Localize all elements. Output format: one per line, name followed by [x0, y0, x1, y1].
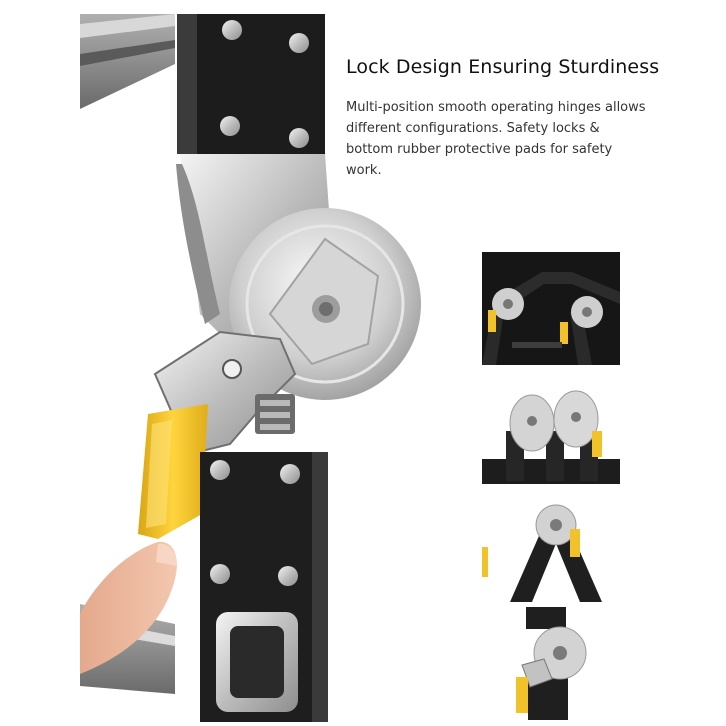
feature-description: Multi-position smooth operating hinges a… — [346, 100, 646, 178]
ladder-a-frame-thumbnail — [482, 252, 620, 365]
headline: Lock Design Ensuring Sturdiness — [346, 56, 660, 78]
hinge-pair-thumbnail — [482, 371, 620, 484]
ladder-hinge-closeup-photo — [80, 14, 421, 722]
hinge-joint-angle-thumbnail — [482, 489, 620, 602]
hinge-locked-thumbnail — [482, 607, 620, 720]
